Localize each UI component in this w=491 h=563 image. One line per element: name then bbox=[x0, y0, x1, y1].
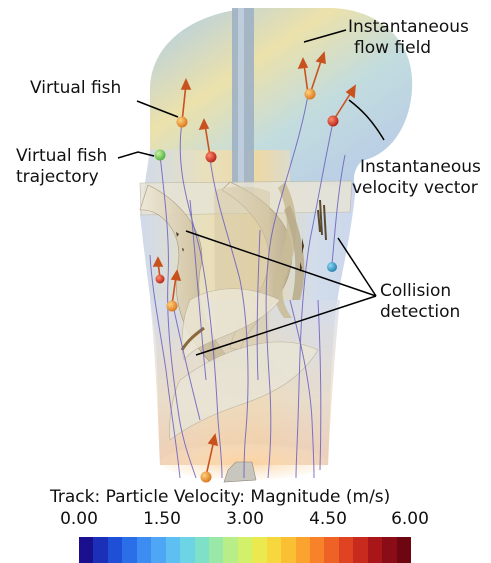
virtual-fish bbox=[177, 117, 188, 128]
colorbar-tick: 3.00 bbox=[226, 509, 264, 529]
colorbar-segment bbox=[166, 537, 180, 563]
label-velocity-vector: Instantaneous velocity vector bbox=[352, 157, 491, 199]
colorbar-title: Track: Particle Velocity: Magnitude (m/s… bbox=[50, 487, 390, 507]
colorbar-tick: 1.50 bbox=[143, 509, 181, 529]
colorbar-segment bbox=[223, 537, 237, 563]
colorbar-segment bbox=[368, 537, 382, 563]
colorbar-tick: 4.50 bbox=[309, 509, 347, 529]
colorbar-segment bbox=[353, 537, 367, 563]
colorbar-segment bbox=[122, 537, 136, 563]
colorbar-segment bbox=[252, 537, 266, 563]
virtual-fish bbox=[155, 150, 166, 161]
turbine-flow-visualization bbox=[0, 0, 491, 485]
virtual-fish bbox=[206, 152, 217, 163]
colorbar-segment bbox=[296, 537, 310, 563]
colorbar-segment bbox=[238, 537, 252, 563]
label-virtual-fish: Virtual fish bbox=[30, 78, 121, 99]
colorbar-segment bbox=[267, 537, 281, 563]
colorbar-segment bbox=[137, 537, 151, 563]
colorbar-segment bbox=[209, 537, 223, 563]
virtual-fish bbox=[305, 89, 316, 100]
label-collision: Collision detection bbox=[380, 281, 460, 323]
virtual-fish bbox=[327, 262, 337, 272]
colorbar-segment bbox=[79, 537, 93, 563]
label-fish-trajectory: Virtual fish trajectory bbox=[16, 146, 107, 188]
colorbar-segment bbox=[324, 537, 338, 563]
colorbar-segment bbox=[108, 537, 122, 563]
virtual-fish bbox=[201, 472, 212, 483]
colorbar-segment bbox=[180, 537, 194, 563]
virtual-fish bbox=[167, 301, 178, 312]
label-flow-field: Instantaneous flow field bbox=[348, 17, 469, 59]
virtual-fish bbox=[156, 275, 165, 284]
colorbar-tick: 0.00 bbox=[60, 509, 98, 529]
virtual-fish bbox=[328, 116, 339, 127]
colorbar-segment bbox=[310, 537, 324, 563]
colorbar-segment bbox=[397, 537, 411, 563]
colorbar-segment bbox=[151, 537, 165, 563]
colorbar-segment bbox=[281, 537, 295, 563]
velocity-colorbar bbox=[79, 537, 411, 563]
colorbar-tick: 6.00 bbox=[391, 509, 429, 529]
colorbar-segment bbox=[93, 537, 107, 563]
colorbar-segment bbox=[339, 537, 353, 563]
colorbar-segment bbox=[382, 537, 396, 563]
colorbar-segment bbox=[195, 537, 209, 563]
